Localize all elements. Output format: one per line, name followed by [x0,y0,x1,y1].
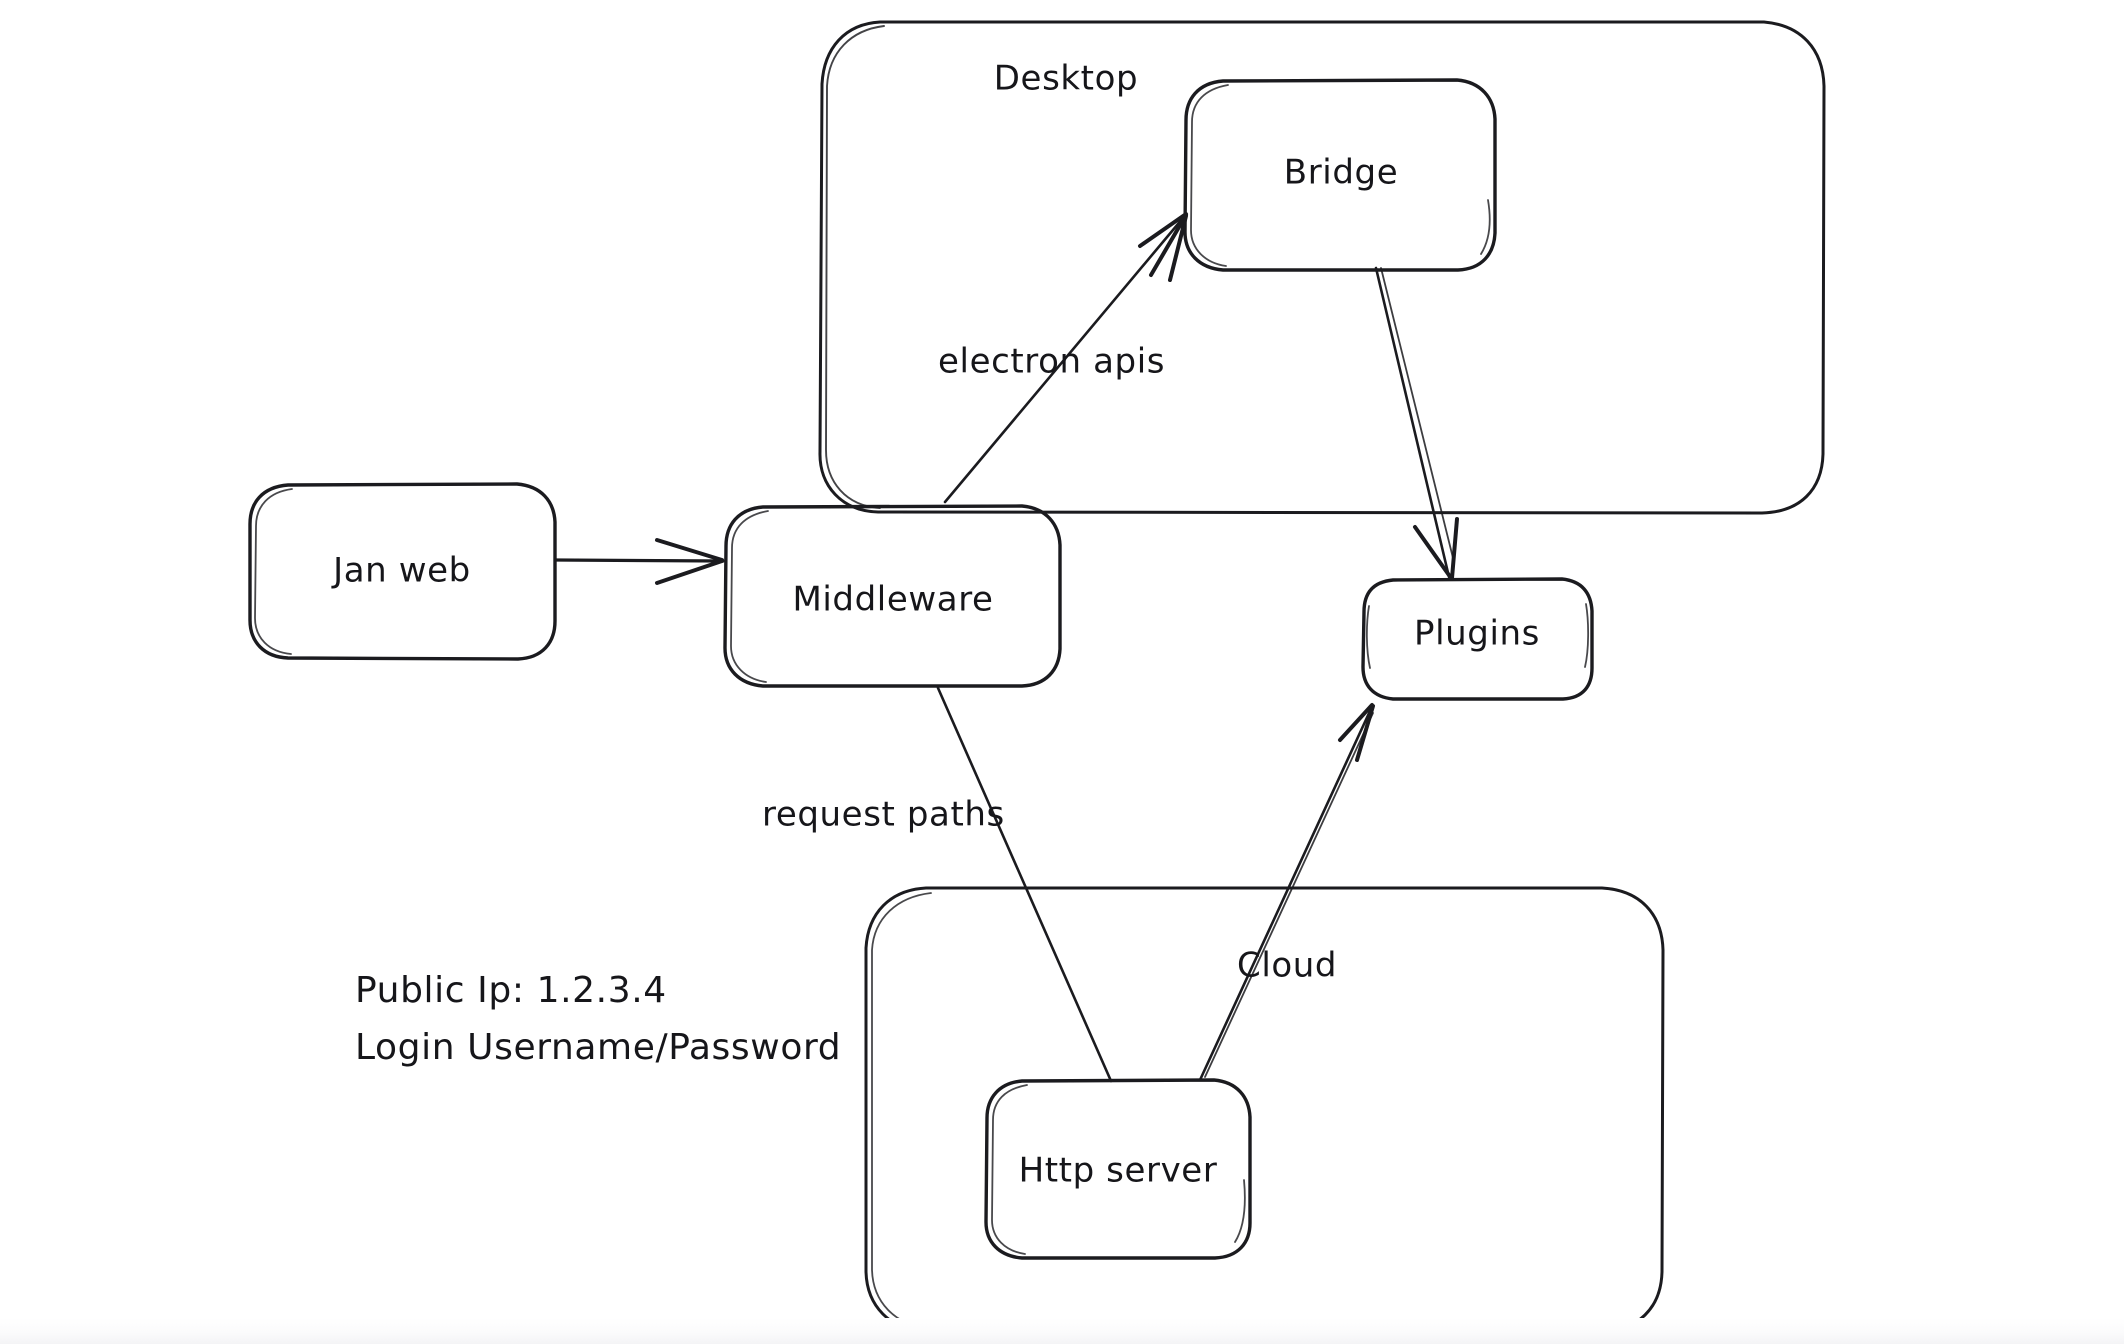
node-middleware[interactable]: Middleware [723,504,1062,688]
node-plugins-outline-overdraw [1365,603,1590,669]
edge-janweb-to-middleware-line [554,558,725,563]
edge-http-to-plugins-arrowhead [1338,703,1375,762]
node-http-server-outline-overdraw [991,1084,1246,1255]
note-login: Login Username/Password [355,1027,841,1068]
edge-middleware-to-bridge-arrowhead [1138,212,1188,282]
node-bridge[interactable]: Bridge [1183,78,1497,272]
edge-janweb-to-middleware-arrowhead [655,538,724,585]
node-middleware-outline [723,504,1062,688]
edge-label-request-paths: request paths [762,795,1005,835]
edge-http-to-plugins: Cloud [1198,703,1375,1082]
node-jan-web[interactable]: Jan web [248,482,557,661]
notes-block: Public Ip: 1.2.3.4 Login Username/Passwo… [355,970,841,1068]
edge-middleware-to-bridge: electron apis [938,212,1188,504]
edge-http-to-plugins-line [1198,709,1372,1082]
container-cloud-outline-overdraw [871,892,932,1329]
edge-middleware-to-bridge-line [943,216,1185,504]
edge-bridge-to-plugins-line [1374,266,1451,579]
node-plugins[interactable]: Plugins [1361,577,1594,701]
node-plugins-label: Plugins [1414,614,1540,654]
node-middleware-outline-overdraw [730,510,769,683]
node-http-server-outline [984,1078,1252,1260]
node-http-server[interactable]: Http server [984,1078,1252,1260]
edge-bridge-to-plugins [1374,266,1459,580]
edge-bridge-to-plugins-arrowhead [1413,517,1459,580]
edge-bridge-to-plugins-line-overdraw [1380,267,1455,563]
container-desktop-outline [818,20,1826,515]
edge-label-cloud: Cloud [1237,946,1337,986]
node-jan-web-outline-overdraw [254,488,293,655]
node-bridge-outline-overdraw [1190,84,1491,267]
edge-http-to-plugins-line-overdraw [1204,712,1374,1078]
node-http-server-label: Http server [1019,1151,1218,1191]
node-bridge-outline [1183,78,1497,272]
note-public-ip: Public Ip: 1.2.3.4 [355,970,667,1011]
container-desktop-outline-overdraw [825,25,885,509]
edge-janweb-to-middleware [554,538,725,585]
node-plugins-outline [1361,577,1594,701]
edge-middleware-to-http-line [936,686,1113,1083]
node-jan-web-label: Jan web [331,551,471,591]
node-bridge-label: Bridge [1284,153,1398,193]
node-middleware-label: Middleware [792,580,993,620]
edge-middleware-to-http: request paths [762,686,1113,1083]
edge-label-electron-apis: electron apis [938,342,1165,382]
node-jan-web-outline [248,482,557,661]
container-desktop-label: Desktop [994,59,1138,99]
container-desktop[interactable]: Desktop [818,20,1826,515]
